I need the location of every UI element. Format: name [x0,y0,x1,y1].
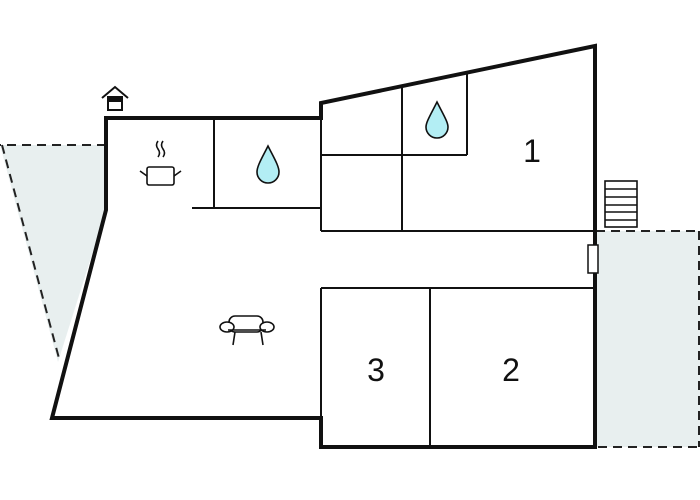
terrace-left [0,144,106,363]
interior-walls [192,73,595,447]
kitchen-pot-icon [139,140,182,186]
bathroom-water-drop-icon [256,144,280,184]
room-label-2: 2 [502,352,520,388]
room-label-1: 1 [523,133,541,169]
entrance-house-icon [101,85,129,111]
stairs-icon [604,180,638,228]
terrace-right [596,230,700,448]
bathroom-water-drop-icon [425,100,449,139]
room-label-3: 3 [367,352,385,388]
living-room-sofa-icon [219,315,275,346]
door [587,244,599,274]
